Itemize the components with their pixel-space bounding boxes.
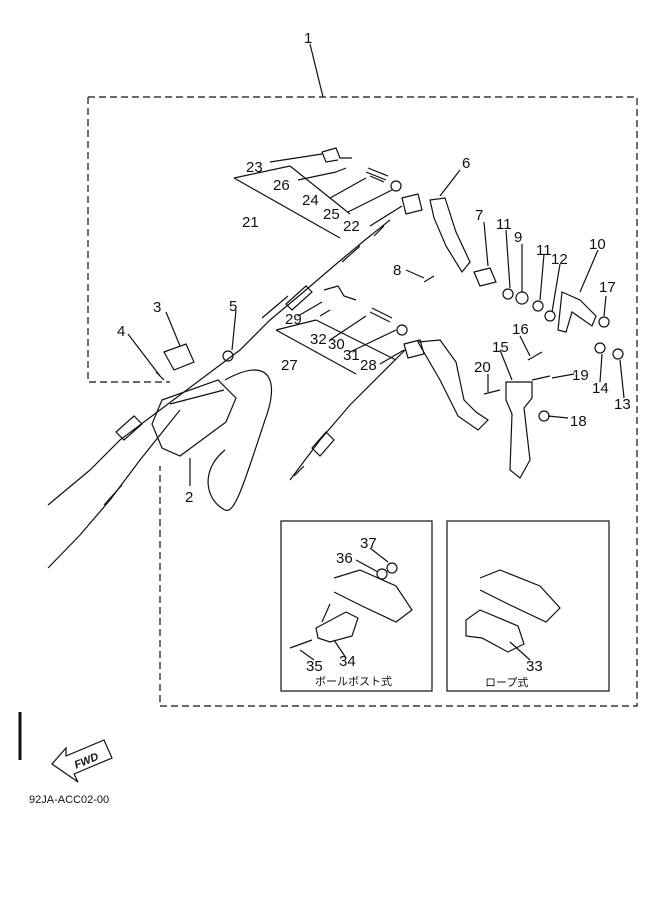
collar-9 [515,291,529,305]
bollard-base [333,569,413,623]
assembly-boundary [87,96,638,707]
callout-20: 20 [474,359,491,376]
callout-12: 12 [551,251,568,268]
callout-6: 6 [462,155,470,172]
arm-10 [557,291,597,333]
inset-bollard-box [280,520,433,692]
callout-25: 25 [323,206,340,223]
callout-10: 10 [589,236,606,253]
bolt-35 [289,639,313,649]
screw-20 [483,389,501,395]
rope-base [479,569,561,623]
callout-23: 23 [246,159,263,176]
lever-6 [429,197,471,274]
inset-rope-box [446,520,610,692]
callout-7: 7 [475,207,483,224]
pin-32 [319,309,331,317]
lower-cable [47,409,181,569]
callout-27: 27 [281,357,298,374]
bollard-leaders [299,547,389,661]
washer-36 [376,568,388,580]
upper-cable-fittings [261,225,385,319]
pin-7 [473,267,497,287]
rope-caption: ロープ式 [485,676,528,689]
callout-4: 4 [117,323,125,340]
callout-11a: 11 [496,216,512,233]
callout-1: 1 [304,30,312,47]
callout-11b: 11 [536,242,552,259]
diagram-code: 92JA-ACC02-00 [29,794,109,806]
washer-31 [396,324,408,336]
callout-31: 31 [343,347,360,364]
joint-17 [598,316,610,328]
bollard-caption: ボールボスト式 [315,675,392,688]
callout-13: 13 [614,396,631,413]
upper-cable [47,219,391,506]
rope-leader [509,641,531,661]
clip-18 [538,410,550,422]
nut-12 [544,310,556,322]
leader-1 [309,43,324,98]
callout-33: 33 [526,658,543,675]
lever-cable [289,349,406,481]
nut-5 [222,350,234,362]
lower-cable-fittings [103,415,143,506]
pin-8 [423,275,435,283]
callout-16: 16 [512,321,529,338]
callout-37: 37 [360,535,377,552]
callout-32: 32 [310,331,327,348]
rope-bracket-33 [465,609,525,653]
callout-8: 8 [393,262,401,279]
loop-cable [207,369,273,511]
callout-15: 15 [492,339,509,356]
washer-11b [532,300,544,312]
pin-16 [527,351,543,361]
pin-26 [335,167,347,173]
callout-34: 34 [339,653,356,670]
lower-lever [417,339,489,431]
joint-28 [403,339,425,359]
callout-18: 18 [570,413,587,430]
callout-5: 5 [229,298,237,315]
bracket-2 [151,379,237,457]
nut-37 [386,562,398,574]
bolt-23 [321,147,352,163]
callout-19: 19 [572,367,589,384]
washer-14 [594,342,606,354]
callout-17: 17 [599,279,616,296]
callout-21: 21 [242,214,259,231]
washer-11a [502,288,514,300]
callout-28: 28 [360,357,377,374]
callout-35: 35 [306,658,323,675]
throttle-grip-15 [505,381,533,479]
bolt-29 [323,285,357,301]
spring-30 [369,307,393,323]
callout-9: 9 [514,229,522,246]
callout-2: 2 [185,489,193,506]
fwd-arrow: FWD [51,739,113,783]
pin-19 [531,375,551,381]
clamp-3 [163,343,195,371]
callout-36: 36 [336,550,353,567]
joint-22 [401,193,423,215]
bolt-13 [612,348,624,360]
callout-29: 29 [285,311,302,328]
callout-leaders [127,153,625,486]
spring-24 [365,167,389,183]
callout-22: 22 [343,218,360,235]
callout-30: 30 [328,336,345,353]
callout-3: 3 [153,299,161,316]
bracket-21-lines [233,165,351,239]
callout-26: 26 [273,177,290,194]
bracket-27-lines [275,319,397,375]
bollard-bracket-34 [315,603,359,643]
lever-cable-fittings [293,431,335,477]
callout-14: 14 [592,380,609,397]
washer-25 [390,180,402,192]
callout-24: 24 [302,192,319,209]
